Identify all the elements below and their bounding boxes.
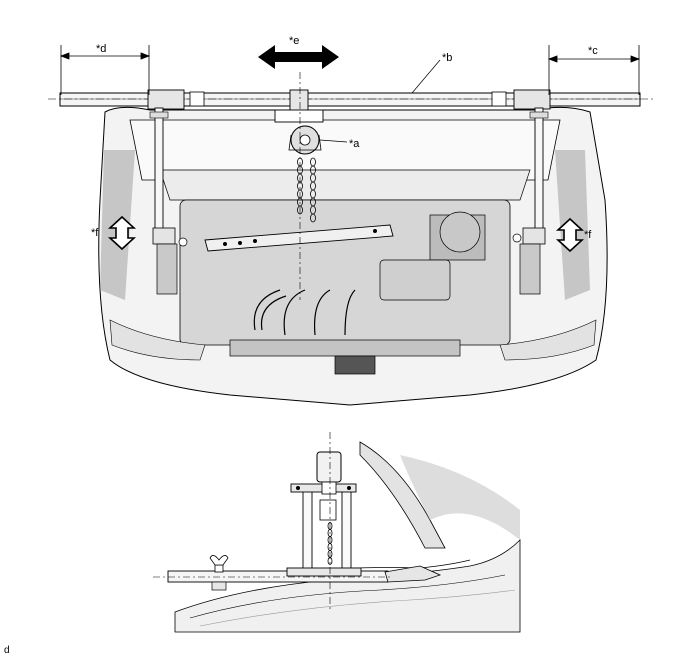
side-hoist-body [316, 451, 342, 483]
windshield-glass [400, 455, 520, 540]
callout-b: *b [442, 52, 452, 64]
right-support-leg [512, 107, 549, 295]
wing-nut [209, 555, 229, 591]
hood-opening [129, 119, 561, 181]
chain-hoist [204, 125, 394, 252]
horizontal-move-arrow [258, 45, 339, 69]
leader-b [411, 59, 441, 94]
right-headlamp [499, 319, 597, 361]
support-tower-left-rail [302, 487, 313, 573]
cowl-panel [159, 169, 531, 201]
a-pillar [359, 441, 446, 549]
right-beam-clamp [513, 89, 551, 110]
bridge-beam [59, 92, 641, 107]
callout-f-left: *f [91, 227, 99, 239]
figure-code: d [4, 645, 10, 656]
dimension-d [59, 45, 151, 95]
support-tower-right-rail [341, 487, 352, 573]
callout-e: *e [289, 35, 299, 47]
callout-a: *a [349, 138, 360, 150]
support-bridge [48, 89, 655, 123]
callout-c: *c [588, 45, 598, 57]
brake-booster [439, 211, 481, 253]
grille-badge [334, 355, 376, 375]
left-beam-clamp [147, 89, 185, 110]
left-headlamp [109, 319, 206, 361]
leader-a [319, 139, 348, 143]
side-view-illustration [153, 432, 521, 633]
air-box [379, 259, 451, 301]
callout-d: *d [96, 43, 106, 55]
center-hoist-mount [289, 89, 309, 113]
side-foot-bracket [384, 565, 442, 583]
left-support-leg [149, 107, 188, 295]
callout-f-right: *f [584, 229, 592, 241]
exhaust-manifold [253, 289, 356, 336]
right-vertical-adjust-arrow [555, 217, 585, 253]
dimension-c [547, 45, 641, 95]
left-vertical-adjust-arrow [107, 215, 137, 251]
engine-hanger-bar [204, 224, 394, 252]
radiator-support [229, 339, 461, 357]
tower-base-plate [286, 567, 362, 577]
